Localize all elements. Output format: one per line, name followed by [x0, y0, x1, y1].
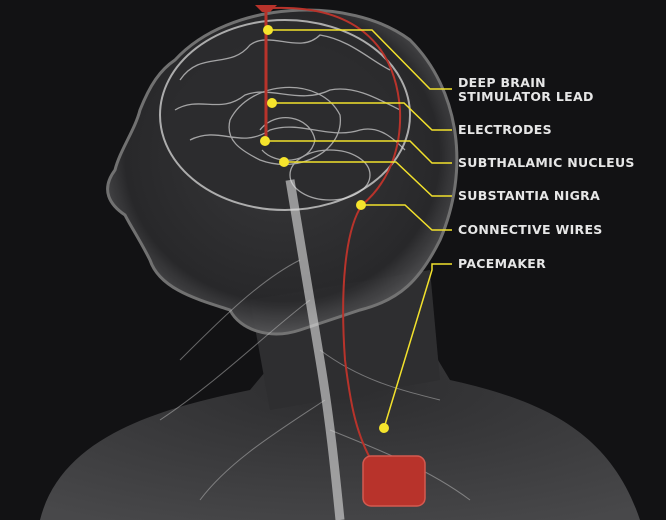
- label-substantia-nigra: SUBSTANTIA NIGRA: [458, 188, 601, 203]
- callout-dots: [260, 25, 389, 433]
- dot-electrodes: [267, 98, 277, 108]
- label-subthalamic-nucleus: SUBTHALAMIC NUCLEUS: [458, 155, 635, 170]
- label-electrodes: ELECTRODES: [458, 122, 552, 137]
- dot-subthalamic: [260, 136, 270, 146]
- callout-lines: [265, 29, 452, 429]
- dot-pacemaker: [379, 423, 389, 433]
- label-deep-brain-stimulator-lead: DEEP BRAIN STIMULATOR LEAD: [458, 76, 594, 104]
- dot-wires: [356, 200, 366, 210]
- brain-folds: [174, 34, 406, 201]
- brain: [159, 19, 411, 211]
- dot-substantia: [279, 157, 289, 167]
- dot-lead: [263, 25, 273, 35]
- label-pacemaker: PACEMAKER: [458, 256, 547, 271]
- label-connective-wires: CONNECTIVE WIRES: [458, 222, 603, 237]
- label-line-2: STIMULATOR LEAD: [458, 89, 594, 104]
- spinal-cord: [285, 179, 345, 520]
- torso: [40, 330, 640, 520]
- label-line-1: DEEP BRAIN: [458, 75, 546, 90]
- pacemaker-device: [362, 455, 426, 507]
- lead-cap: [255, 5, 277, 12]
